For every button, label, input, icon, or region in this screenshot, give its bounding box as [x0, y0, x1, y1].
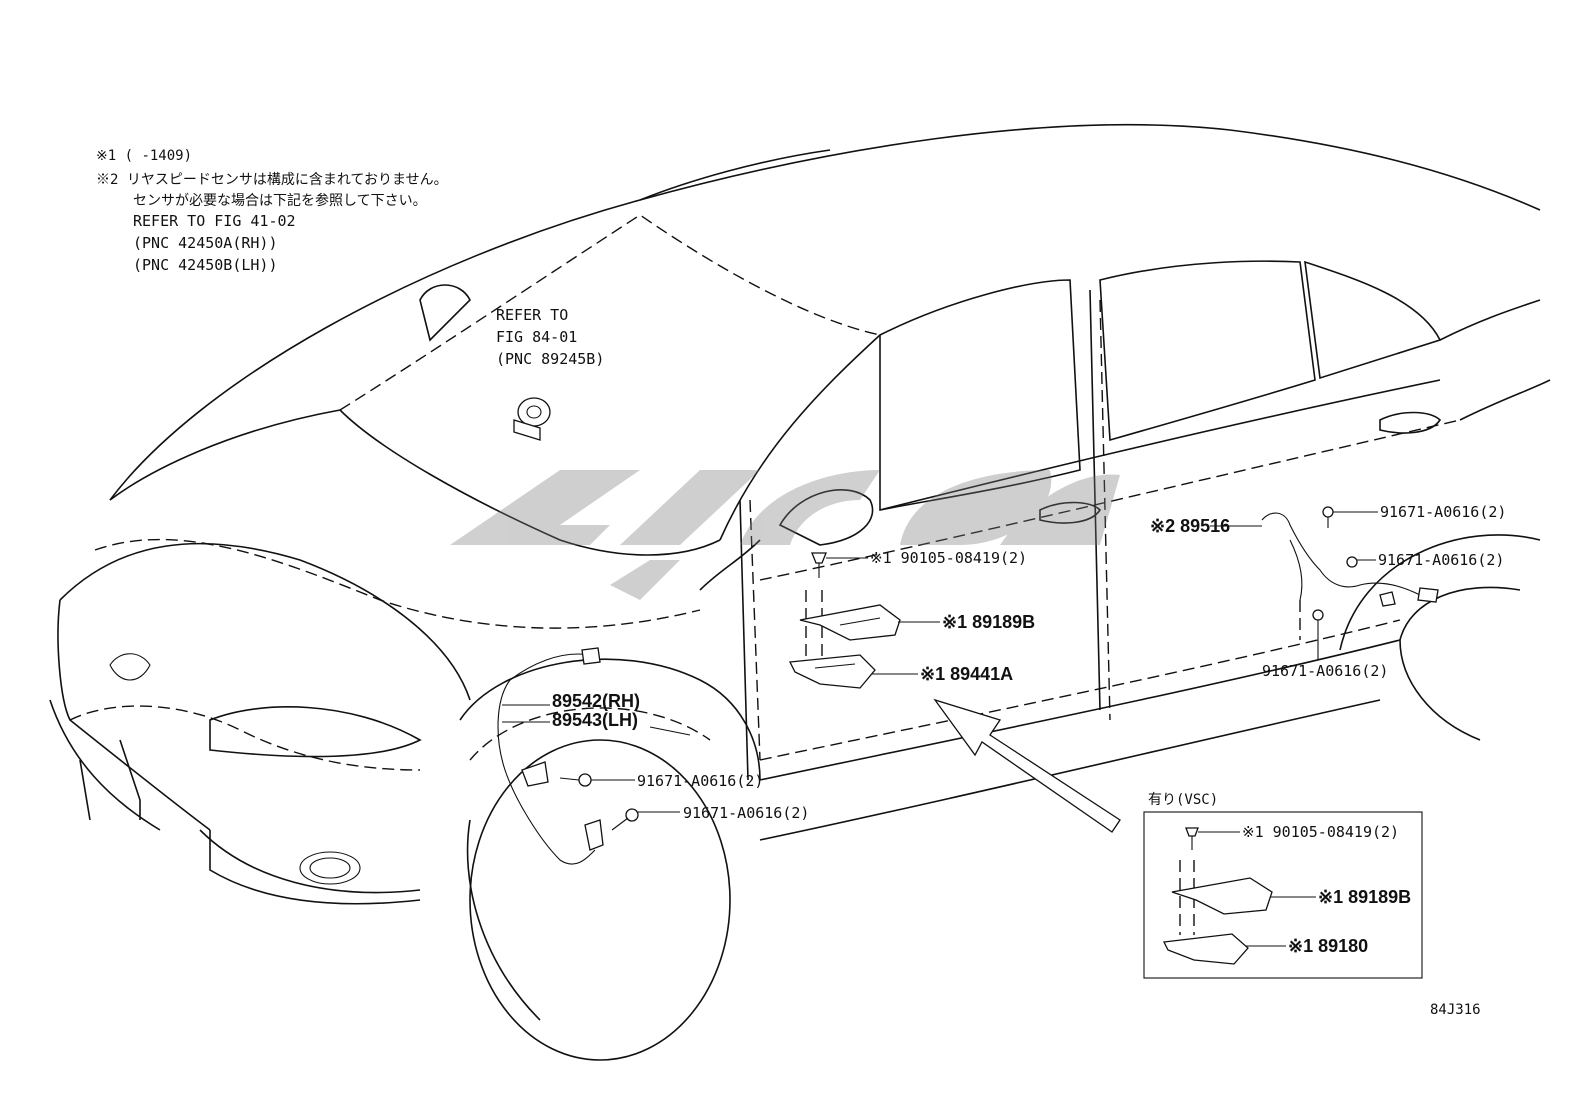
front-computer-cluster: ※1 90105-08419(2) ※1 89189B ※1 89441A — [788, 549, 1121, 833]
bracket-89189B — [799, 604, 901, 641]
bracket-89189B-inset — [1171, 877, 1273, 915]
refer-line-2: FIG 84-01 — [496, 328, 577, 346]
callout-91671-rear-b: 91671-A0616(2) — [1378, 551, 1504, 569]
bolt-icon — [1185, 827, 1199, 850]
callout-91671-front-a: 91671-A0616(2) — [637, 772, 763, 790]
bolt-icon — [1346, 556, 1358, 568]
callout-89189B-main: ※1 89189B — [942, 612, 1035, 632]
inset-callout-89189B: ※1 89189B — [1318, 887, 1411, 907]
bolt-icon — [611, 808, 639, 831]
callout-89441A: ※1 89441A — [920, 664, 1013, 684]
computer-89441A — [788, 654, 876, 689]
car-outline — [49, 124, 1551, 1061]
sensor-icon — [513, 397, 551, 441]
callout-89542: 89542(RH) — [552, 691, 640, 711]
arrow-icon — [933, 698, 1121, 833]
inset-frame — [1143, 811, 1423, 979]
refer-line-3: (PNC 89245B) — [496, 350, 604, 368]
refer-line-1: REFER TO — [496, 306, 568, 324]
inset-callout-90105: ※1 90105-08419(2) — [1242, 823, 1399, 841]
note-3: センサが必要な場合は下記を参照して下さい。 — [133, 192, 427, 209]
bolt-icon — [1312, 609, 1324, 621]
inset-vsc: 有り(VSC) ※1 90105-08419(2) ※1 89189B ※1 8… — [1143, 792, 1423, 979]
bolt-icon — [1322, 506, 1334, 528]
callout-91671-rear-c: 91671-A0616(2) — [1262, 662, 1388, 680]
callout-91671-front-b: 91671-A0616(2) — [683, 804, 809, 822]
callout-91671-rear-a: 91671-A0616(2) — [1380, 503, 1506, 521]
note-6: (PNC 42450B(LH)) — [133, 256, 278, 274]
note-5: (PNC 42450A(RH)) — [133, 234, 278, 252]
front-sensor-cluster: 89542(RH) 89543(LH) 91671-A0616(2) 91671… — [497, 647, 809, 865]
bolt-icon — [559, 773, 592, 787]
callout-90105-main: ※1 90105-08419(2) — [870, 549, 1027, 567]
inset-title: 有り(VSC) — [1148, 792, 1218, 808]
rear-sensor-cluster: ※2 89516 91671-A0616(2) 91671-A0616(2) 9… — [1150, 503, 1506, 680]
note-1: ※1 ( -1409) — [96, 148, 192, 164]
callout-89543: 89543(LH) — [552, 710, 638, 730]
bolt-icon — [811, 552, 827, 578]
computer-89180 — [1163, 933, 1249, 965]
notes-block: ※1 ( -1409) ※2 リヤスピードセンサは構成に含まれておりません。 セ… — [96, 148, 448, 274]
refer-block: REFER TO FIG 84-01 (PNC 89245B) — [496, 306, 604, 441]
figure-id: 84J316 — [1430, 1002, 1481, 1018]
note-4: REFER TO FIG 41-02 — [133, 212, 296, 230]
inset-callout-89180: ※1 89180 — [1288, 936, 1368, 956]
callout-89516: ※2 89516 — [1150, 516, 1230, 536]
watermark-logo — [450, 470, 1120, 600]
note-2: ※2 リヤスピードセンサは構成に含まれておりません。 — [96, 172, 448, 188]
